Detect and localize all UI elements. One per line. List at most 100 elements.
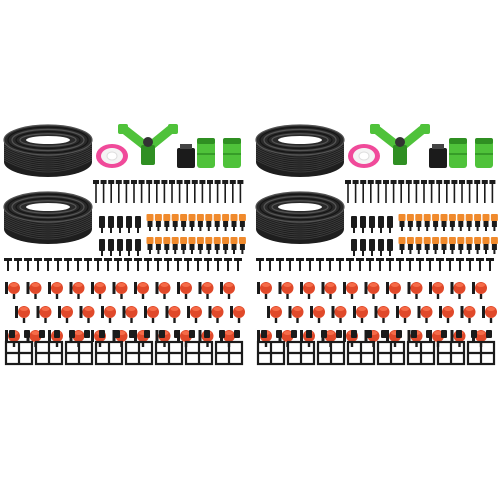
orange-adjustable-dripper	[448, 214, 456, 231]
orange-dripper-barb	[207, 250, 210, 254]
red-dripper-highlight	[84, 307, 93, 311]
orange-dripper-cap	[482, 237, 490, 244]
small-connector	[159, 330, 165, 338]
stake-sprayer	[131, 180, 137, 203]
hose-ring	[19, 200, 77, 214]
tee-top	[144, 258, 152, 261]
orange-adjustable-dripper	[406, 237, 414, 254]
stake-head	[93, 180, 99, 184]
red-dripper	[220, 282, 235, 299]
tee-top	[346, 258, 354, 261]
tee-stem	[47, 261, 49, 271]
tee-connector	[276, 258, 284, 271]
red-dripper-spike	[479, 294, 483, 299]
black-dripper-barb	[353, 228, 355, 233]
tee-top	[326, 258, 334, 261]
tee-top	[214, 258, 222, 261]
red-dripper-barb-left	[5, 330, 8, 342]
tee-top	[366, 258, 374, 261]
orange-dripper-base	[164, 244, 170, 250]
red-dripper-spike	[415, 294, 418, 299]
orange-adjustable-dripper	[440, 237, 448, 254]
red-dripper-spike	[22, 318, 26, 323]
red-dripper-highlight	[63, 307, 71, 311]
black-dripper-barb	[353, 251, 355, 256]
cross-connector	[436, 340, 466, 366]
red-dripper-highlight	[106, 307, 114, 311]
tee-stem	[167, 261, 169, 271]
stake-sprayer	[191, 180, 198, 203]
stake-head	[375, 180, 382, 184]
red-dripper-highlight	[235, 307, 243, 311]
stake-head	[237, 180, 244, 184]
red-dripper-spike	[415, 342, 418, 347]
orange-adjustable-dripper	[398, 214, 406, 231]
red-dripper-highlight	[170, 307, 179, 311]
red-dripper-highlight	[369, 283, 378, 287]
small-connector	[174, 330, 180, 338]
hose-coil	[255, 124, 345, 177]
orange-adjustable-dripper	[154, 214, 162, 231]
tee-stem	[227, 261, 229, 271]
small-connector	[276, 330, 282, 338]
cross-connector	[466, 340, 496, 366]
small-connector	[84, 330, 90, 338]
hose-ring	[259, 193, 341, 221]
red-dripper-highlight	[487, 307, 495, 311]
orange-adjustable-dripper	[448, 237, 456, 254]
tee-stem	[329, 261, 331, 271]
red-dripper-barb-left	[208, 306, 212, 318]
red-dripper-highlight	[117, 283, 126, 287]
red-dripper	[208, 306, 224, 323]
red-dripper-highlight	[315, 307, 323, 311]
orange-adjustable-dripper	[222, 214, 230, 231]
black-dripper-barb	[101, 228, 103, 233]
red-dripper-barb-left	[155, 282, 159, 294]
teflon-tape	[348, 144, 380, 168]
orange-dripper-barb	[434, 227, 437, 231]
orange-dripper-base	[223, 244, 229, 250]
stake-sprayer	[481, 180, 488, 203]
orange-adjustable-dripper	[457, 237, 465, 254]
hose-winding	[3, 145, 93, 159]
red-dripper-barb-left	[439, 306, 442, 318]
small-connector	[471, 330, 477, 338]
red-dripper-barb-left	[198, 282, 202, 294]
hose-coil-hole	[26, 136, 70, 144]
black-dripper-body	[99, 239, 105, 251]
orange-dripper-cap	[457, 214, 465, 221]
cross-connector	[346, 340, 376, 366]
orange-dripper-barb	[443, 227, 445, 231]
red-dripper-highlight	[293, 307, 302, 311]
tee-top	[426, 258, 434, 261]
tee-connector	[194, 258, 202, 271]
tee-connector	[446, 258, 454, 271]
red-dripper-highlight	[422, 307, 431, 311]
stake-head	[390, 180, 397, 184]
black-dripper-body	[135, 216, 141, 228]
cross-connector	[34, 340, 64, 366]
red-dripper-barb-left	[198, 330, 202, 342]
tee-top	[84, 258, 92, 261]
stake-sprayer	[367, 180, 374, 203]
tee-stem	[369, 261, 371, 271]
red-dripper-spike	[393, 294, 397, 299]
orange-dripper-barb	[409, 250, 412, 254]
red-dripper	[122, 306, 138, 323]
stake-sprayer	[451, 180, 458, 203]
red-dripper-spike	[393, 342, 397, 347]
orange-dripper-cap	[213, 214, 221, 221]
small-connector	[486, 330, 492, 338]
red-dripper-highlight	[225, 331, 233, 335]
orange-dripper-base	[399, 244, 405, 250]
orange-dripper-barb	[417, 227, 420, 231]
black-dripper-body	[369, 216, 375, 228]
tee-top	[184, 258, 192, 261]
orange-dripper-cap	[406, 214, 414, 221]
orange-adjustable-dripper	[482, 214, 490, 231]
tee-connector	[94, 258, 102, 271]
hose-winding	[3, 226, 93, 240]
cross-connector	[286, 340, 316, 366]
faucet-adapter-thread	[432, 144, 444, 149]
red-dripper-highlight	[31, 283, 40, 287]
